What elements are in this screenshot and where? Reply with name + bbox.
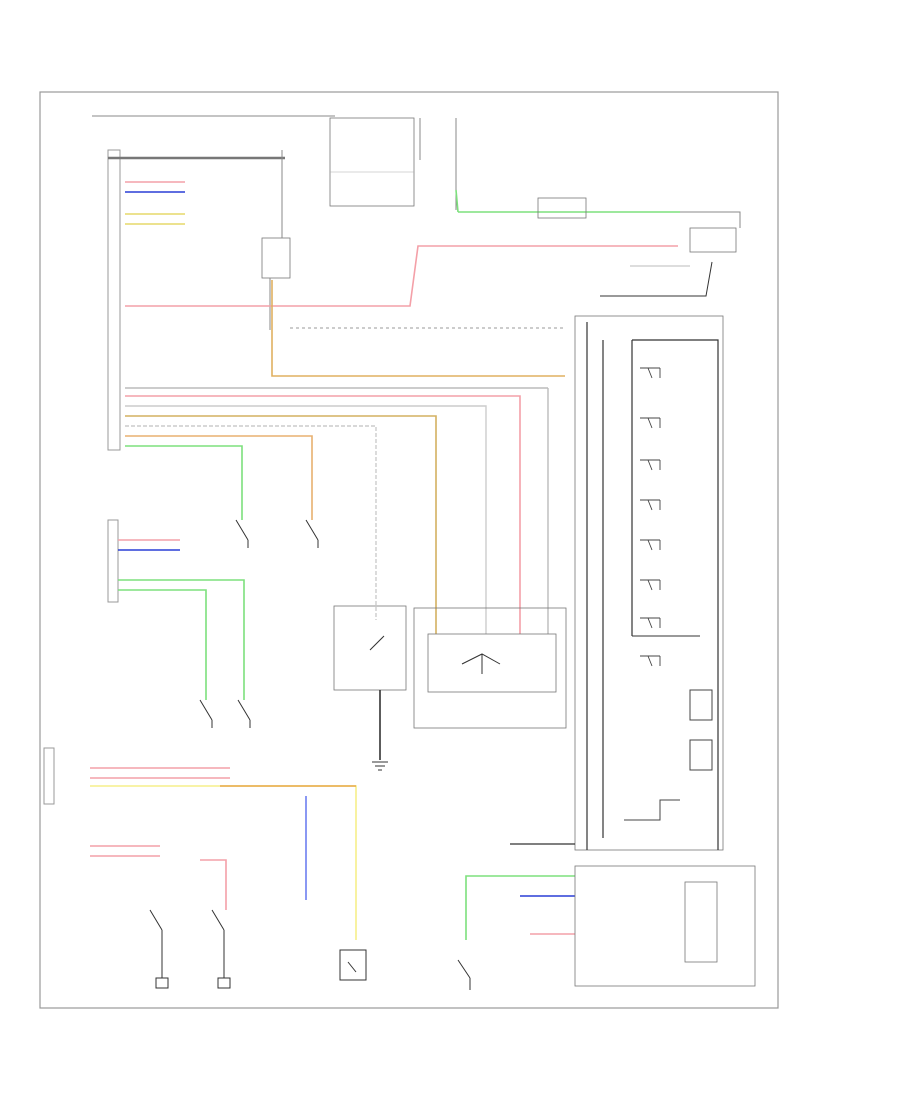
headlamp-switch-inner <box>427 633 557 693</box>
wire-orange-h6 <box>125 435 313 520</box>
lower-right-component <box>684 881 718 963</box>
right-components <box>624 689 713 821</box>
wire-red-long <box>125 245 678 307</box>
switch-pair-lower <box>199 699 251 728</box>
right-module-bracket <box>632 339 719 850</box>
wire-tan-h4 <box>125 415 437 634</box>
right-module <box>574 315 724 851</box>
wire-green-h7 <box>125 445 243 520</box>
lower-left-connector <box>43 747 55 805</box>
wire-dark-right <box>600 261 713 297</box>
connector-icon-contact <box>347 961 357 973</box>
lower-right-module <box>574 865 756 987</box>
wire-tan-relay <box>271 280 565 377</box>
center-relay <box>261 237 291 279</box>
right-relay-feed <box>680 211 741 228</box>
wire-green-lower-a <box>118 579 245 700</box>
combination-switch-contact <box>369 635 385 651</box>
wire-green-top-v <box>455 189 459 213</box>
left-lower-strip <box>107 519 119 603</box>
switch-bottom-left <box>149 909 231 989</box>
wire-pink-h2 <box>125 395 521 634</box>
combination-switch-box <box>333 605 407 691</box>
wire-gray-h3 <box>125 405 487 634</box>
wire-gray-h5 <box>125 425 377 620</box>
wire-red-bottom <box>200 859 227 910</box>
connector-icon <box>339 949 367 981</box>
right-relay-top <box>689 227 737 253</box>
diagram-frame <box>39 91 779 1009</box>
headlamp-switch-contacts <box>461 653 501 674</box>
relay-box-top <box>329 117 415 207</box>
switch-bottom-right <box>457 959 471 990</box>
green-connector <box>537 197 587 219</box>
left-module-strip <box>107 149 121 451</box>
wire-green-bottom <box>465 875 575 940</box>
wire-yellow-long <box>90 785 357 940</box>
ground-icon <box>372 761 388 771</box>
headlamp-switch-box <box>413 607 567 729</box>
wire-green-lower-b <box>118 589 207 700</box>
switch-stack <box>640 367 661 667</box>
switch-pair-mid <box>235 519 319 548</box>
